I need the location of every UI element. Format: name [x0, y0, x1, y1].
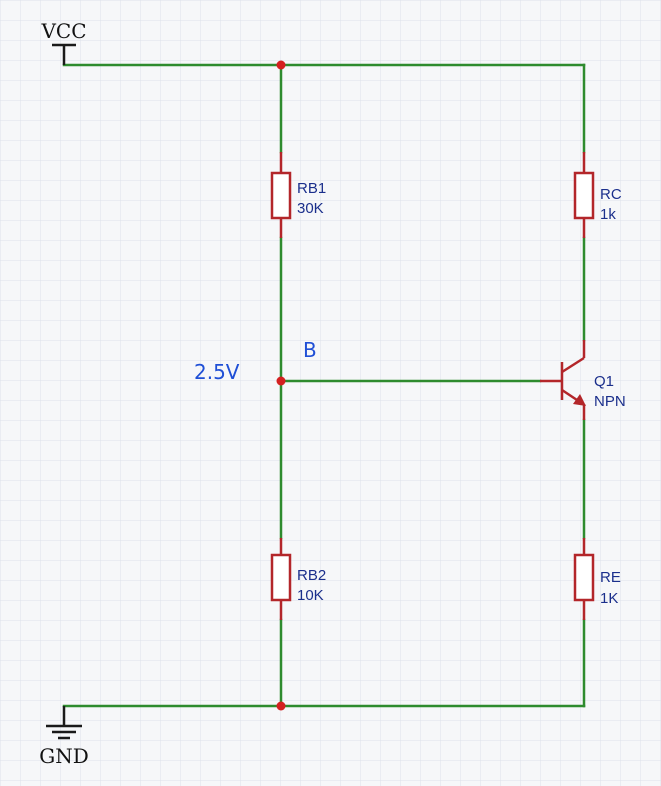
rb1-value-label: 30K — [297, 200, 324, 217]
resistor-rc[interactable]: RC 1k — [573, 152, 622, 238]
net-label-base: B — [303, 338, 317, 362]
vcc-label: VCC — [40, 19, 86, 43]
gnd-symbol[interactable]: GND — [39, 706, 89, 768]
rc-ref-label: RC — [600, 186, 622, 203]
junction-dot — [276, 701, 286, 711]
wires — [62, 63, 586, 708]
junction-dot — [276, 60, 286, 70]
resistor-rb2[interactable]: RB2 10K — [270, 538, 326, 620]
gnd-label: GND — [39, 744, 89, 768]
q1-collector-lead — [561, 356, 585, 374]
vcc-symbol[interactable]: VCC — [40, 19, 87, 65]
junction-dot — [276, 376, 286, 386]
transistor-q1[interactable]: Q1 NPN — [540, 340, 626, 420]
resistor-rb1[interactable]: RB1 30K — [270, 152, 326, 238]
q1-emitter-arrow-icon — [573, 394, 586, 406]
q1-ref-label: Q1 — [594, 373, 614, 390]
base-voltage-label: 2.5V — [194, 360, 240, 384]
rb2-ref-label: RB2 — [297, 567, 326, 584]
q1-value-label: NPN — [594, 393, 626, 410]
resistor-re[interactable]: RE 1K — [573, 538, 621, 620]
re-ref-label: RE — [600, 569, 621, 586]
re-value-label: 1K — [600, 590, 618, 607]
rc-value-label: 1k — [600, 206, 616, 223]
rb1-ref-label: RB1 — [297, 180, 326, 197]
rb2-value-label: 10K — [297, 587, 324, 604]
